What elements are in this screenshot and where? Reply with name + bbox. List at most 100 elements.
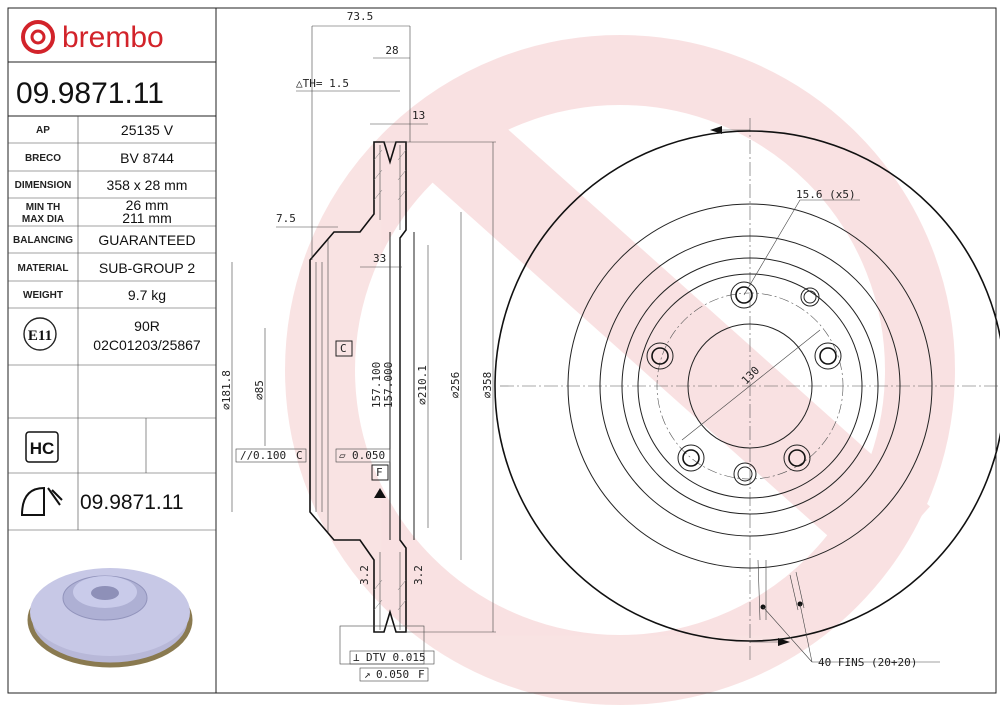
drawing-stroke <box>819 347 837 365</box>
part-number: 09.9871.11 <box>16 77 164 110</box>
drawing-stroke <box>735 286 753 304</box>
drawing-stroke <box>335 448 391 463</box>
drawing-stroke <box>397 599 407 611</box>
label-tolerances-datum_f: F <box>376 466 383 479</box>
label-tolerances-parallel: 0.100 <box>253 449 286 462</box>
brembo-logo: brembo <box>21 20 164 54</box>
spec-value: GUARANTEED <box>98 232 195 248</box>
drawing-stroke <box>681 329 821 441</box>
label-dimensions-offset: 7.5 <box>276 212 296 225</box>
disc-profile-icon <box>20 486 63 516</box>
drawing-stroke <box>21 20 55 54</box>
frame <box>7 7 997 694</box>
drawing-stroke <box>803 290 817 304</box>
drawing-stroke <box>23 317 57 351</box>
drawing-stroke <box>285 35 955 705</box>
label-tolerances-datum_c: C <box>340 342 347 355</box>
drawing-stroke <box>25 431 59 463</box>
drawing-stroke: ↗ <box>364 668 371 681</box>
spec-label: WEIGHT <box>23 290 63 301</box>
label-tolerances-runout: 0.050 <box>376 668 409 681</box>
drawing-stroke <box>30 29 46 45</box>
spec-value: 9.7 kg <box>128 287 166 303</box>
label-dimensions-d157b: 157.000 <box>382 362 395 408</box>
label-dimensions-fins: 40 FINS (20+20) <box>818 656 917 669</box>
drawing-stroke <box>800 287 820 307</box>
drawing-stroke <box>637 273 863 499</box>
label-dimensions-d256: ⌀256 <box>449 372 462 399</box>
spec-value: 211 mm <box>122 210 172 226</box>
label-tolerances-rough_b: 3.2 <box>412 565 425 585</box>
label-tolerances-runout_ref: F <box>418 668 425 681</box>
bolt-holes <box>646 281 842 486</box>
drawing-stroke <box>646 342 674 370</box>
drawing-stroke <box>494 130 1000 642</box>
drawing-stroke <box>315 238 401 540</box>
hc-badge: HC <box>25 431 59 463</box>
drawing-stroke <box>733 462 757 486</box>
drawing-stroke <box>814 342 842 370</box>
label-tolerances-parallel_ref: C <box>296 449 303 462</box>
label-dimensions-d157a: 157.100 <box>370 362 383 408</box>
drawing-stroke <box>743 199 801 296</box>
approval-code: 90R <box>134 318 160 334</box>
drawing-stroke <box>335 340 353 357</box>
label-tolerances-dtv: DTV 0.015 <box>366 651 426 664</box>
drawing-stroke <box>20 486 45 516</box>
drawing-stroke <box>814 342 842 370</box>
spec-label: BALANCING <box>13 235 73 246</box>
drawing-stroke <box>757 559 805 621</box>
drawing-stroke <box>687 323 813 449</box>
drawing-stroke <box>788 449 806 467</box>
label-tolerances-rough_a: 3.2 <box>358 565 371 585</box>
drawing-stroke <box>651 347 669 365</box>
drawing-stroke: ▱ <box>339 449 346 462</box>
approval-mark: E11 <box>23 317 57 351</box>
spec-label: MIN TH <box>26 202 60 213</box>
front-view: 15.6 (x5) 130 40 FINS (20+20) <box>494 118 1000 669</box>
drawing-stroke <box>397 579 407 591</box>
drawing-stroke <box>677 444 705 472</box>
drawing-stroke <box>91 586 119 600</box>
drawing-stroke <box>677 444 705 472</box>
spec-value: 26 mm <box>126 197 169 213</box>
drawing-stroke <box>373 189 383 201</box>
spec-value: BV 8744 <box>120 150 174 166</box>
label-dimensions-d181: ⌀181.8 <box>220 370 233 410</box>
drawing-stroke <box>374 488 386 498</box>
label-dimensions-inner: 13 <box>412 109 425 122</box>
spec-label: MAX DIA <box>22 214 64 225</box>
spec-value: 25135 V <box>121 122 174 138</box>
drawing-stroke <box>373 149 407 611</box>
drawing-stroke <box>783 444 811 472</box>
label-hc_label: HC <box>30 439 55 458</box>
drawing-stroke <box>373 599 383 611</box>
approval-number: 02C01203/25867 <box>93 337 201 353</box>
drawing-stroke <box>646 342 674 370</box>
spec-value: SUB-GROUP 2 <box>99 260 195 276</box>
drawing-stroke <box>379 145 401 630</box>
drawing-stroke: ⊥ <box>353 651 360 664</box>
spec-label: BRECO <box>25 153 61 164</box>
spec-table: AP 25135 V BRECO BV 8744 DIMENSION 358 x… <box>8 116 216 531</box>
drawing-stroke <box>371 464 389 481</box>
label-dimensions-delta_th: △TH= 1.5 <box>296 77 349 90</box>
drawing-stroke <box>373 169 383 181</box>
drawing-stroke <box>799 603 813 663</box>
spec-value: 358 x 28 mm <box>107 177 188 193</box>
label-dimensions-hat: 33 <box>373 252 386 265</box>
drawing-stroke <box>235 448 307 463</box>
label-dimensions-thickness: 28 <box>385 44 398 57</box>
label-dimensions-d358: ⌀358 <box>481 372 494 399</box>
drawing-stroke <box>373 579 383 591</box>
drawing-stroke <box>397 189 407 201</box>
label-dimensions-d85: ⌀85 <box>253 380 266 400</box>
drawing-stroke <box>682 449 700 467</box>
spec-label: MATERIAL <box>18 263 69 274</box>
label-dimensions-holes: 15.6 (x5) <box>796 188 856 201</box>
label-approval-mark: E11 <box>28 328 52 344</box>
drawing-stroke: // <box>240 449 253 462</box>
drawing-stroke <box>730 281 758 309</box>
